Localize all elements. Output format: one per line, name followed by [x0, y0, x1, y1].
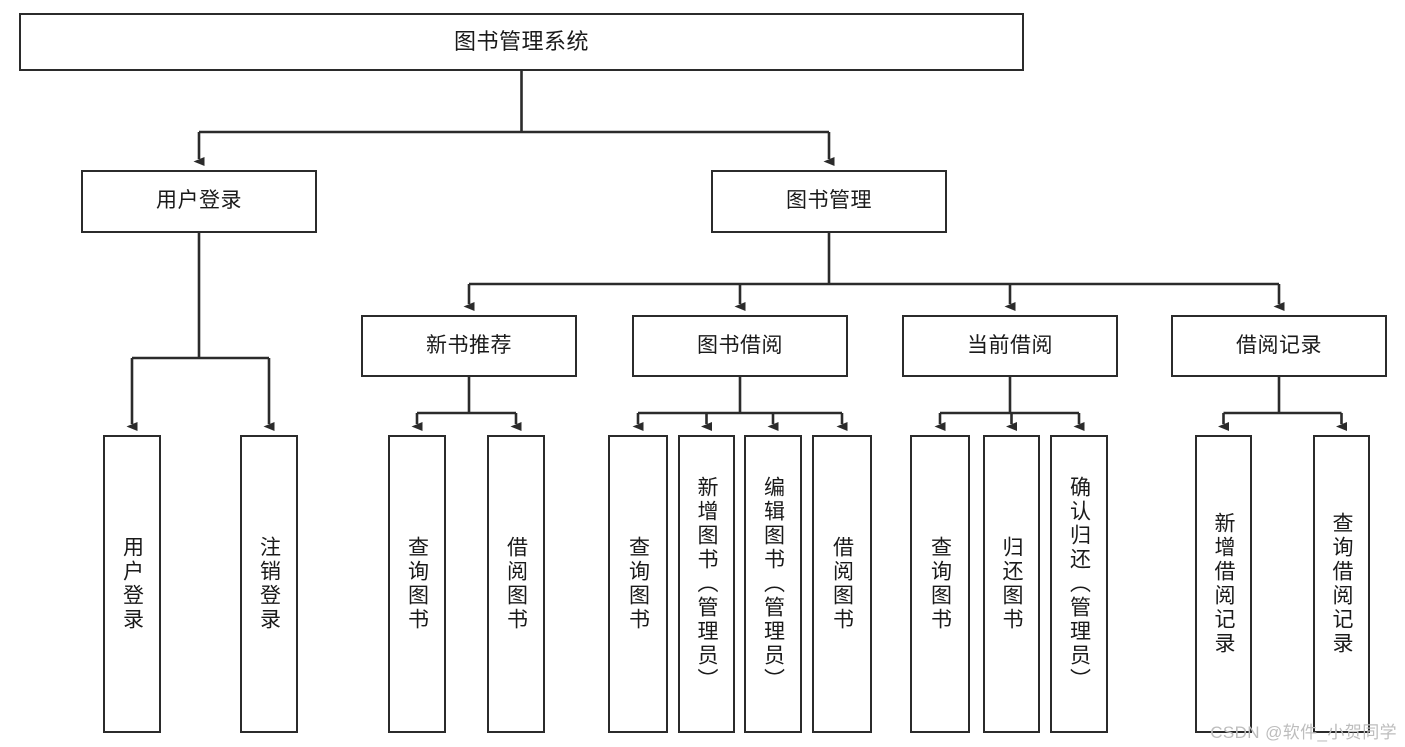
- node-book-manage[interactable]: 图书管理: [711, 170, 947, 233]
- leaf-add-book-admin-label: 新增图书（管理员）: [695, 476, 718, 692]
- node-book-borrow-label: 图书借阅: [697, 333, 783, 357]
- node-book-borrow[interactable]: 图书借阅: [632, 315, 848, 377]
- leaf-query-book-3-label: 查询图书: [928, 536, 952, 632]
- leaf-borrow-book-2-label: 借阅图书: [830, 536, 854, 632]
- watermark: CSDN @软件_小贺同学: [1210, 723, 1397, 742]
- leaf-add-book-admin[interactable]: 新增图书（管理员）: [678, 435, 735, 733]
- leaf-query-borrow-record-label: 查询借阅记录: [1330, 512, 1353, 656]
- leaf-confirm-return-admin[interactable]: 确认归还（管理员）: [1050, 435, 1108, 733]
- node-borrow-record-label: 借阅记录: [1236, 333, 1322, 357]
- leaf-borrow-book-1[interactable]: 借阅图书: [487, 435, 545, 733]
- leaf-confirm-return-admin-label: 确认归还（管理员）: [1067, 476, 1091, 692]
- leaf-borrow-book-2[interactable]: 借阅图书: [812, 435, 872, 733]
- leaf-query-book-2-label: 查询图书: [626, 536, 650, 632]
- node-current-borrow[interactable]: 当前借阅: [902, 315, 1118, 377]
- leaf-query-book-1[interactable]: 查询图书: [388, 435, 446, 733]
- leaf-user-login[interactable]: 用户登录: [103, 435, 161, 733]
- leaf-logout[interactable]: 注销登录: [240, 435, 298, 733]
- node-current-borrow-label: 当前借阅: [967, 333, 1053, 357]
- leaf-return-book[interactable]: 归还图书: [983, 435, 1040, 733]
- leaf-add-borrow-record-label: 新增借阅记录: [1212, 512, 1235, 656]
- node-new-book-recommend-label: 新书推荐: [426, 333, 512, 357]
- node-book-manage-label: 图书管理: [786, 189, 872, 213]
- leaf-query-book-2[interactable]: 查询图书: [608, 435, 668, 733]
- leaf-edit-book-admin-label: 编辑图书（管理员）: [761, 476, 785, 692]
- node-root-label: 图书管理系统: [453, 29, 589, 55]
- node-user-login[interactable]: 用户登录: [81, 170, 317, 233]
- leaf-borrow-book-1-label: 借阅图书: [504, 536, 528, 632]
- leaf-return-book-label: 归还图书: [1000, 536, 1023, 632]
- leaf-query-book-1-label: 查询图书: [405, 536, 429, 632]
- leaf-query-book-3[interactable]: 查询图书: [910, 435, 970, 733]
- node-new-book-recommend[interactable]: 新书推荐: [361, 315, 577, 377]
- node-user-login-label: 用户登录: [156, 189, 242, 213]
- leaf-user-login-label: 用户登录: [120, 536, 144, 632]
- leaf-add-borrow-record[interactable]: 新增借阅记录: [1195, 435, 1252, 733]
- leaf-query-borrow-record[interactable]: 查询借阅记录: [1313, 435, 1370, 733]
- node-borrow-record[interactable]: 借阅记录: [1171, 315, 1387, 377]
- leaf-edit-book-admin[interactable]: 编辑图书（管理员）: [744, 435, 802, 733]
- leaf-logout-label: 注销登录: [257, 536, 281, 632]
- node-root[interactable]: 图书管理系统: [19, 13, 1024, 71]
